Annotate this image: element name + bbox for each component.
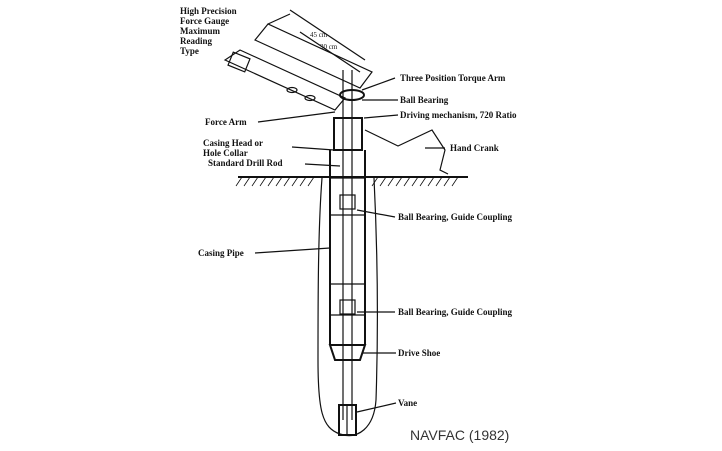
source-caption: NAVFAC (1982) (410, 427, 509, 443)
ground-hatch-stroke (243, 176, 251, 187)
vane-shape (338, 404, 357, 436)
gauge-label-line5: Type (180, 46, 199, 56)
casing-head-label-line2: Hole Collar (203, 148, 248, 158)
driving-mechanism-label: Driving mechanism, 720 Ratio (400, 110, 517, 120)
gauge-label-line4: Reading (180, 36, 213, 46)
torque-arm-label: Three Position Torque Arm (400, 73, 506, 83)
drive-shoe-label: Drive Shoe (398, 348, 440, 358)
drill-rod-shape (339, 70, 356, 420)
ground-hatch-stroke (451, 176, 459, 187)
ground-hatch-stroke (307, 176, 315, 187)
casing-head-shape (333, 117, 363, 151)
leader-lines (254, 77, 445, 413)
ground-hatch-stroke (283, 176, 291, 187)
ground-hatch-stroke (291, 176, 299, 187)
ground-hatch-stroke (387, 176, 395, 187)
ground-hatch-stroke (395, 176, 403, 187)
hand-crank-label: Hand Crank (450, 143, 499, 153)
ground-hatch-stroke (443, 176, 451, 187)
drive-shoe-shape (328, 344, 367, 361)
ground-hatch-stroke (435, 176, 443, 187)
ground-hatch-stroke (275, 176, 283, 187)
casing-pipe-shape (329, 150, 366, 345)
guide-coupling-label-1: Ball Bearing, Guide Coupling (398, 212, 513, 222)
force-arm-label: Force Arm (205, 117, 247, 127)
ground-hatch-stroke (371, 176, 379, 187)
ground-hatch-stroke (251, 176, 259, 187)
vane-label: Vane (398, 398, 417, 408)
ground-hatch-stroke (427, 176, 435, 187)
casing-head-label-line1: Casing Head or (203, 138, 263, 148)
ground-hatch-stroke (235, 176, 243, 187)
dimension-45cm: 45 cm (310, 31, 328, 39)
ball-bearing-label: Ball Bearing (400, 95, 449, 105)
hand-crank-shape (364, 129, 449, 175)
ground-hatch-stroke (259, 176, 267, 187)
ball-bearing-shape (339, 89, 365, 101)
torque-arm-shape (254, 9, 373, 89)
dimension-30cm: 30 cm (320, 43, 338, 51)
ground-hatch-stroke (403, 176, 411, 187)
gauge-label-line3: Maximum (180, 26, 220, 36)
ground-hatch-stroke (379, 176, 387, 187)
ground-hatch-stroke (411, 176, 419, 187)
guide-coupling-label-2: Ball Bearing, Guide Coupling (398, 307, 513, 317)
casing-pipe-label: Casing Pipe (198, 248, 244, 258)
force-arm-shape (223, 49, 346, 111)
gauge-label: High Precision Force Gauge Maximum Readi… (180, 6, 237, 56)
ground-hatch-stroke (419, 176, 427, 187)
ground-hatch-stroke (267, 176, 275, 187)
drill-rod-label: Standard Drill Rod (208, 158, 283, 168)
borehole-outline (317, 177, 378, 436)
gauge-label-line2: Force Gauge (180, 16, 229, 26)
ground-surface (235, 176, 468, 187)
gauge-label-line1: High Precision (180, 6, 237, 16)
ground-hatch-stroke (299, 176, 307, 187)
